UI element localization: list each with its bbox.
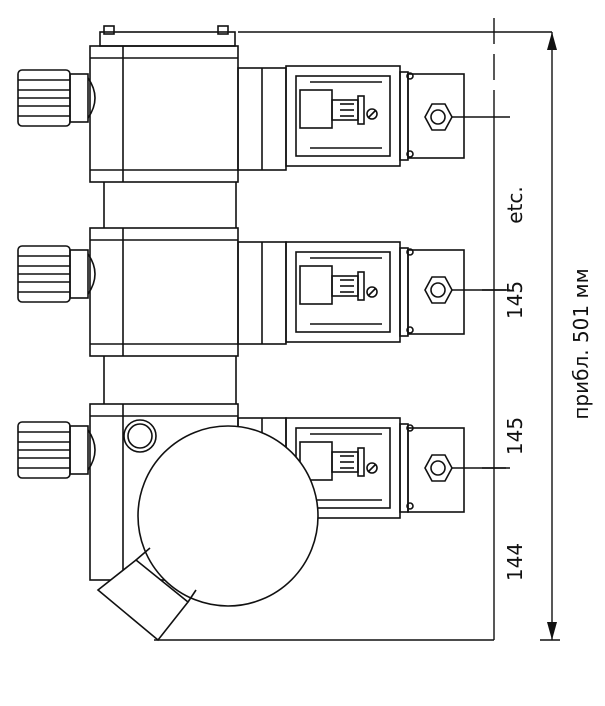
solenoid-block-middle (285, 241, 414, 343)
nut-icon (424, 103, 453, 131)
coil-connector-middle (407, 249, 510, 335)
etc-label: etc. (503, 186, 527, 224)
total-length-label: прибл. 501 мм (569, 268, 593, 419)
adjustment-knob-icon (17, 69, 96, 127)
top-cap (99, 31, 236, 47)
adjustment-knob-icon (17, 245, 96, 303)
nut-icon (424, 454, 453, 482)
outlet-port-icon (96, 547, 197, 642)
cap-tab-left (103, 25, 115, 35)
coil-connector-bottom (407, 427, 510, 513)
valve-unit-top (17, 25, 510, 183)
connector-tube-1 (103, 182, 237, 228)
connector-tube-2 (103, 356, 237, 404)
arrowhead-icon (547, 622, 557, 640)
valve-body-middle (89, 227, 239, 357)
coil-connector-top (407, 73, 510, 159)
pitch-label-lower: 145 (503, 417, 527, 455)
adjustment-knob-icon (17, 421, 96, 479)
valve-unit-middle (17, 227, 510, 357)
pilot-port-icon (123, 419, 157, 453)
nut-icon (424, 276, 453, 304)
end-dimension-label: 144 (503, 543, 527, 581)
pitch-label-upper: 145 (503, 281, 527, 319)
cap-tab-right (217, 25, 229, 35)
strainer-housing-icon (137, 425, 319, 607)
arrowhead-icon (547, 32, 557, 50)
valve-unit-bottom (17, 403, 510, 642)
solenoid-block-top (285, 65, 414, 167)
solenoid-block-bottom (285, 417, 414, 519)
valve-body-top (89, 45, 239, 183)
dimension-lines (238, 18, 560, 641)
